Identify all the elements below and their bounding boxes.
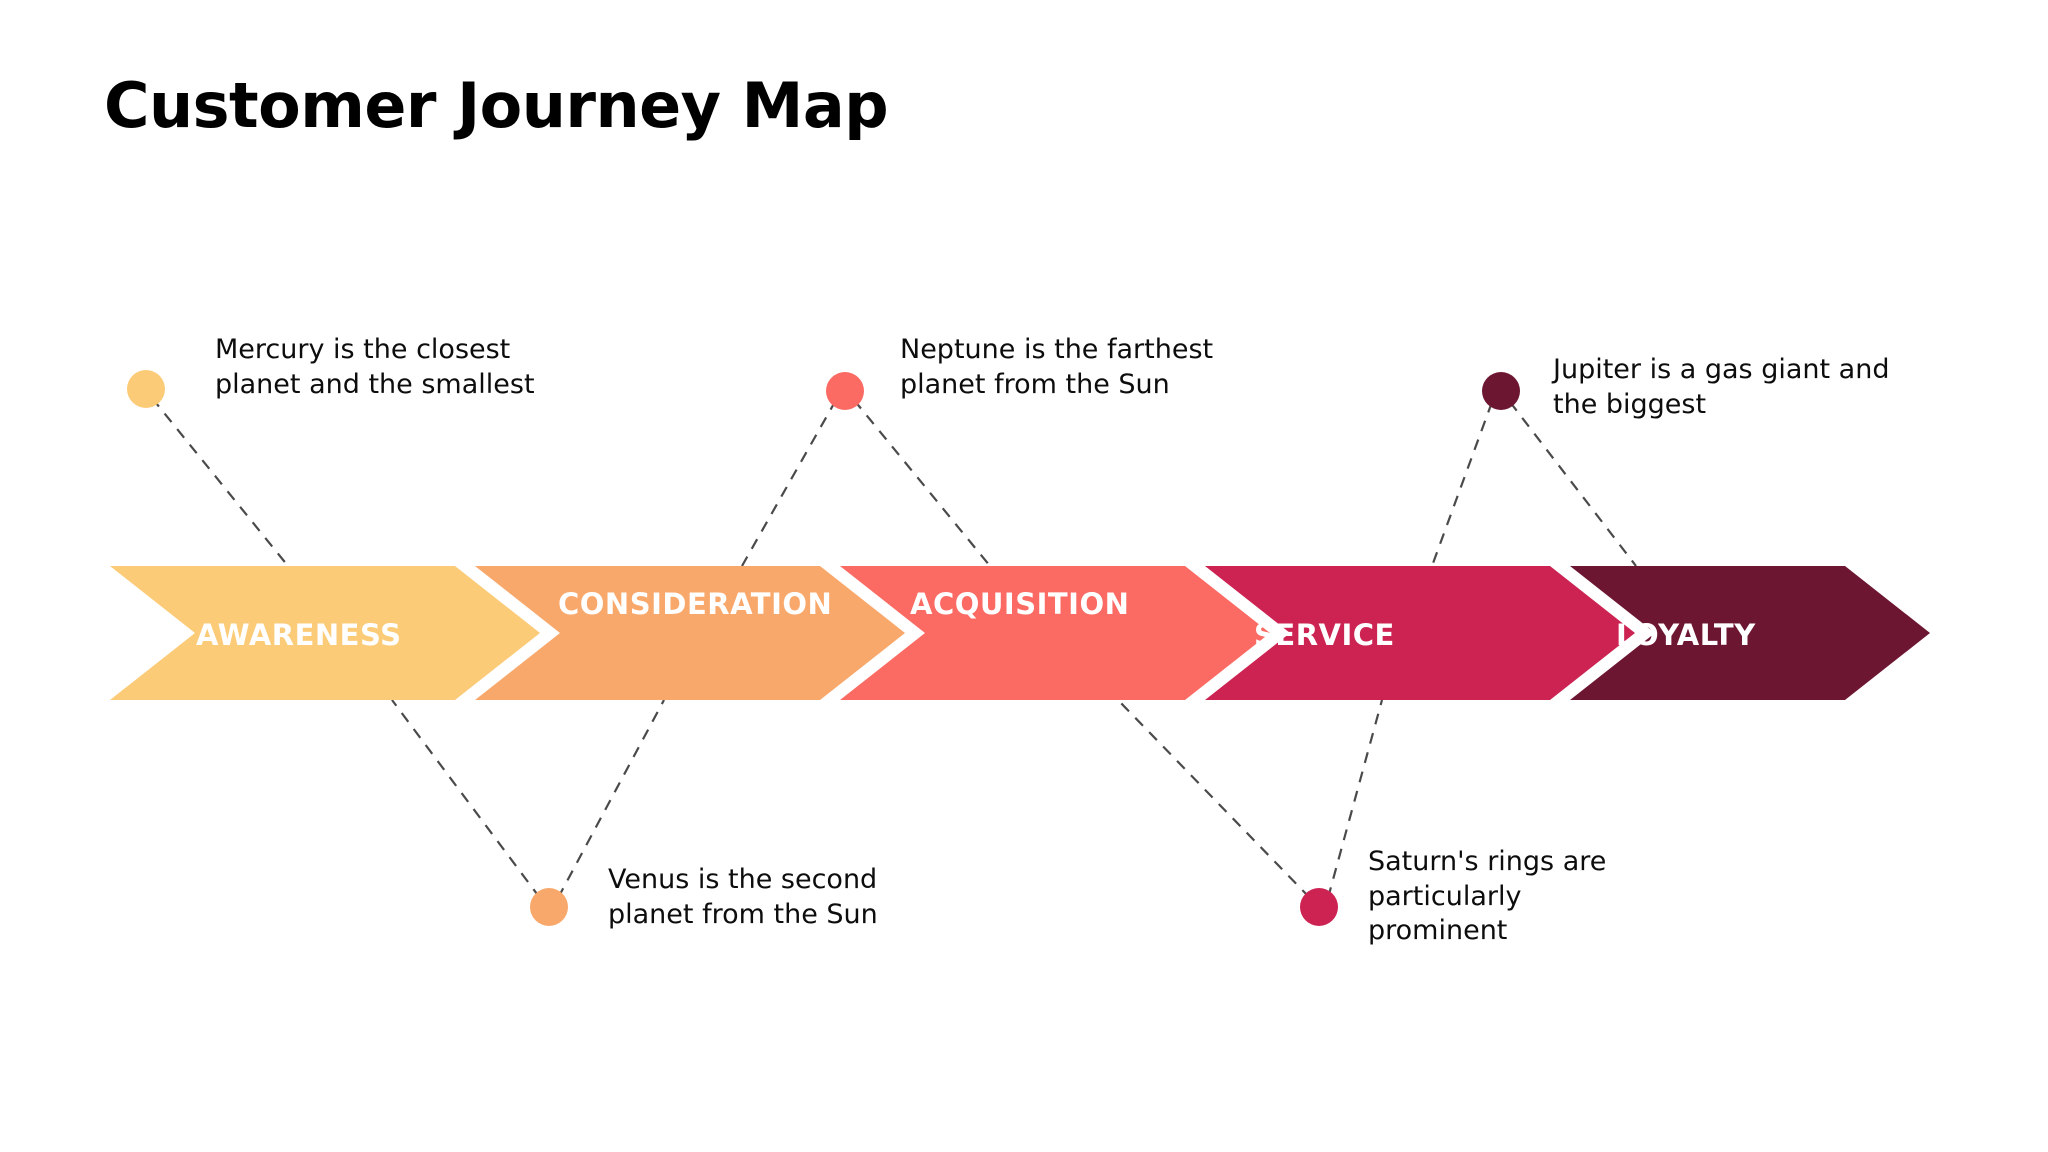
milestone-dot-neptune[interactable] (826, 372, 864, 410)
connector-neptune-right (853, 399, 991, 567)
page-title: Customer Journey Map (104, 69, 889, 142)
connector-saturn-right (1326, 699, 1384, 899)
milestone-dot-mercury[interactable] (127, 370, 165, 408)
connector-venus-left (391, 699, 541, 899)
annotation-venus: Venus is the second planet from the Sun (608, 864, 878, 930)
chevron-stage-loyalty[interactable] (1570, 566, 1930, 700)
annotation-neptune: Neptune is the farthest planet from the … (900, 334, 1214, 400)
connector-venus-right (557, 699, 665, 899)
chevron-stage-service[interactable] (1205, 566, 1635, 700)
milestone-dot-jupiter[interactable] (1482, 372, 1520, 410)
annotation-jupiter: Jupiter is a gas giant and the biggest (1553, 354, 1890, 420)
connector-jupiter-right (1509, 401, 1637, 567)
chevron-stage-acquisition[interactable] (840, 566, 1270, 700)
connector-jupiter-left (1430, 401, 1494, 567)
chevron-stage-awareness[interactable] (110, 566, 540, 700)
connector-saturn-left (1117, 699, 1311, 899)
annotation-saturn: Saturn's rings are particularly prominen… (1368, 846, 1607, 947)
chevron-stage-consideration[interactable] (475, 566, 905, 700)
annotation-mercury: Mercury is the closest planet and the sm… (215, 334, 535, 400)
milestone-dot-saturn[interactable] (1300, 888, 1338, 926)
milestone-dot-venus[interactable] (530, 888, 568, 926)
connector-mercury (151, 397, 289, 567)
